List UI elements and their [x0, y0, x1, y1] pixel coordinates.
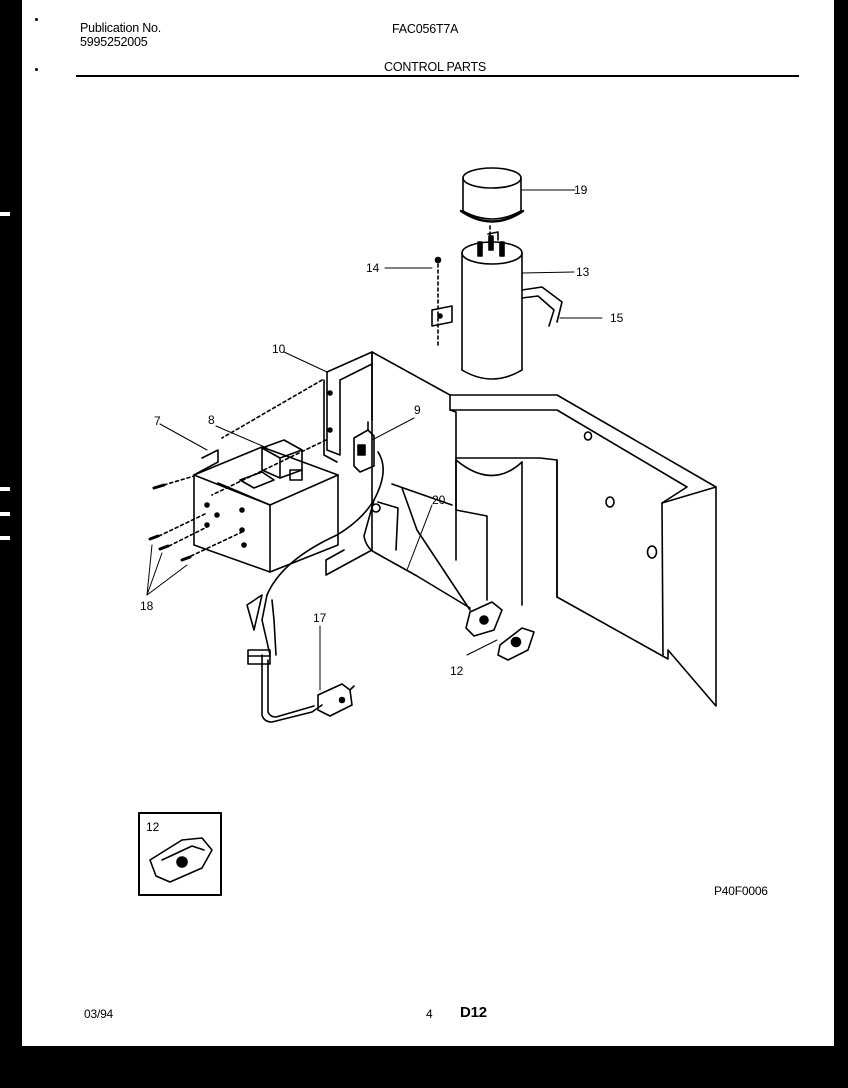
callout-18: 18 [140, 599, 154, 613]
scan-mark [0, 487, 10, 491]
scan-mark [0, 512, 10, 516]
capacitor [461, 231, 523, 380]
callout-9: 9 [414, 403, 421, 417]
scan-mark [0, 536, 10, 540]
section-title: CONTROL PARTS [384, 60, 487, 74]
publication-number: 5995252005 [80, 35, 148, 49]
margin-dot [35, 68, 38, 71]
callout-7: 7 [154, 414, 161, 428]
cabinet-panel [371, 351, 717, 707]
callout-14: 14 [366, 261, 380, 275]
callout-20: 20 [432, 493, 446, 507]
scan-mark [0, 212, 10, 216]
footer-page: 4 [426, 1007, 433, 1021]
control-box [323, 351, 373, 576]
callout-17: 17 [313, 611, 327, 625]
figure-code: P40F0006 [714, 884, 768, 898]
mounting-screws [148, 379, 327, 562]
capacitor-strap [431, 286, 563, 327]
capacitor-cap [459, 167, 525, 245]
callout-8: 8 [208, 413, 215, 427]
duct-cylinder [455, 459, 523, 606]
callout-15: 15 [610, 311, 624, 325]
callout-19: 19 [574, 183, 588, 197]
callout-13: 13 [576, 265, 590, 279]
margin-dot [35, 18, 38, 21]
publication-label: Publication No. [80, 21, 162, 35]
power-plug [317, 683, 355, 717]
model-number: FAC056T7A [392, 22, 459, 36]
header-rule [76, 75, 799, 77]
callout-10: 10 [272, 342, 286, 356]
control-parts-exploded-view: 19 14 13 15 10 7 8 9 20 17 18 12 12 [138, 167, 717, 896]
leader-lines [146, 189, 603, 691]
footer-date: 03/94 [84, 1007, 114, 1021]
screw-14 [434, 256, 442, 347]
footer-code: D12 [460, 1004, 487, 1021]
inset-detail-12: 12 [138, 812, 222, 896]
bracket-housing [193, 446, 339, 573]
callout-12: 12 [450, 664, 464, 678]
wire-harness [246, 451, 471, 723]
parts-diagram-page: Publication No. 5995252005 FAC056T7A CON… [22, 0, 834, 1046]
thermostat-bracket [465, 601, 535, 661]
relay-switch [239, 439, 303, 489]
inset-callout-12: 12 [146, 820, 160, 834]
terminal-block [353, 421, 375, 473]
